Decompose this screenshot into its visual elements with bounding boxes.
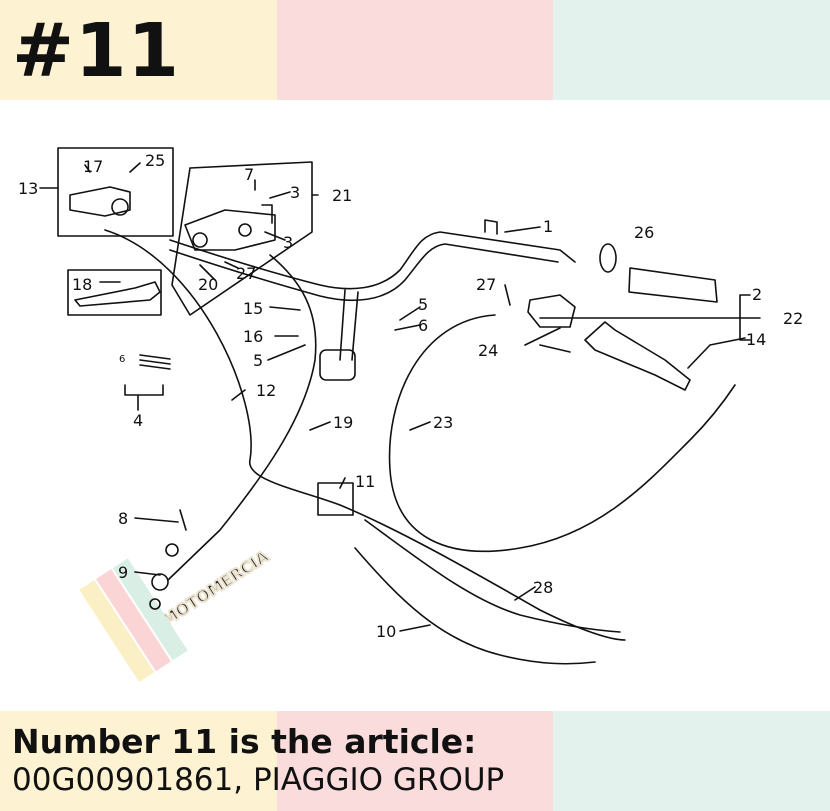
callout-15: 15: [243, 299, 263, 318]
band-pink: [276, 0, 554, 100]
callout-24: 24: [478, 341, 498, 360]
callout-20: 20: [198, 275, 218, 294]
band-yellow: [0, 0, 277, 100]
footer-band-mint: [553, 711, 830, 811]
bolt: [179, 509, 187, 531]
lever-detail-box: [67, 269, 162, 316]
cable-10: [354, 547, 596, 665]
parts-diagram: MOTOMERCIA: [18, 147, 803, 683]
callout-7: 7: [244, 165, 254, 184]
callout-18: 18: [72, 275, 92, 294]
header-band: [0, 0, 830, 100]
cable-12: [104, 229, 626, 641]
watermark-stripes: [79, 558, 188, 683]
callout-4: 4: [133, 411, 143, 430]
callout-16: 16: [243, 327, 263, 346]
switch-housing: [69, 186, 131, 217]
spring: [139, 354, 171, 370]
throttle-grip: [628, 267, 718, 303]
callout-28: 28: [533, 578, 553, 597]
brake-lever-left: [74, 281, 161, 307]
callout-5b: 5: [418, 295, 428, 314]
cable-splitter: [317, 482, 354, 516]
footer-band: [0, 711, 830, 811]
callout-21: 21: [332, 186, 352, 205]
callout-27b: 27: [476, 275, 496, 294]
callout-26: 26: [634, 223, 654, 242]
callout-1: 1: [543, 217, 553, 236]
callout-22: 22: [783, 309, 803, 328]
right-switch: [527, 294, 576, 328]
callout-9: 9: [118, 563, 128, 582]
callout-14: 14: [746, 330, 766, 349]
brake-lever-right: [584, 321, 691, 391]
article-number: 00G00901861, PIAGGIO GROUP: [12, 762, 505, 798]
callout-3b: 3: [283, 233, 293, 252]
callout-6b: 6: [418, 316, 428, 335]
callout-11: 11: [355, 472, 375, 491]
callout-10: 10: [376, 622, 396, 641]
article-caption: Number 11 is the article:: [12, 722, 477, 761]
callout-12: 12: [256, 381, 276, 400]
cable-23: [388, 314, 736, 553]
cable-28: [364, 519, 621, 633]
callout-13: 13: [18, 179, 38, 198]
callout-5a: 5: [253, 351, 263, 370]
callout-23: 23: [433, 413, 453, 432]
footer-band-yellow: [0, 711, 277, 811]
band-mint: [553, 0, 830, 100]
cable-19: [167, 254, 317, 581]
callout-19: 19: [333, 413, 353, 432]
switch-detail-box: [57, 147, 174, 237]
handlebar: [169, 231, 576, 290]
master-cylinder: [184, 209, 276, 251]
callout-17: 17: [83, 157, 103, 176]
callout-3a: 3: [290, 183, 300, 202]
callout-8: 8: [118, 509, 128, 528]
stem-clamp: [319, 349, 356, 381]
callout-2: 2: [752, 285, 762, 304]
callout-25: 25: [145, 151, 165, 170]
callout-6a: 6: [119, 354, 125, 365]
watermark-text: MOTOMERCIA: [158, 546, 272, 629]
footer-band-pink: [276, 711, 554, 811]
callouts: 13 17 25 18 7 3 21 3 27 20 15 16 5 4 12 …: [18, 151, 803, 641]
master-cylinder-box: [171, 161, 313, 316]
grip-cap: [599, 243, 617, 273]
callout-27a: 27: [236, 264, 256, 283]
watermark: MOTOMERCIA: [157, 545, 273, 630]
page-title: #11: [12, 8, 180, 94]
